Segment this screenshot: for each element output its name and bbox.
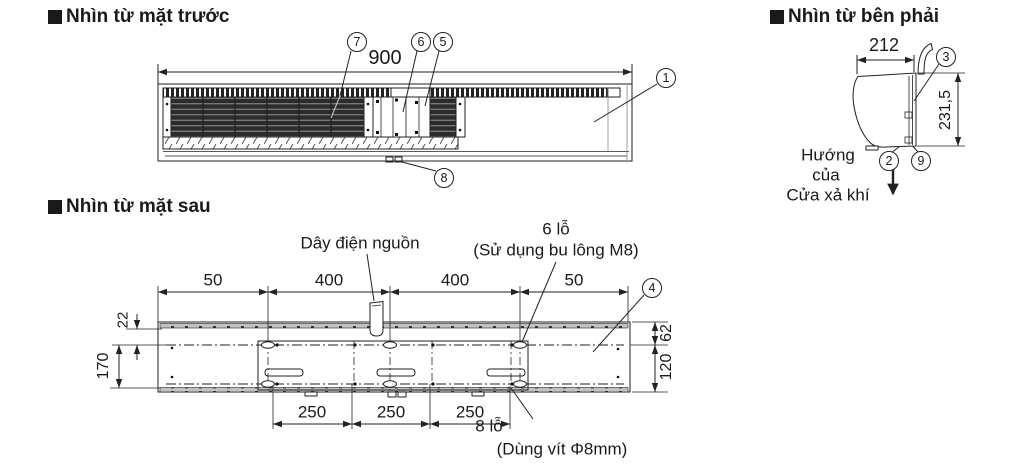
front-view-drawing [157,50,658,172]
front-view-title-text: Nhìn từ mặt trước [66,6,230,27]
intake-grille-strip-left [162,87,392,98]
callout-4: 4 [642,278,662,298]
rear-view-title: Nhìn từ mặt sau [48,196,211,218]
power-cord-rear [369,300,384,337]
mounting-slot [486,368,526,377]
right-side-view-drawing [852,42,965,196]
dim-62: 62 [658,324,675,342]
intake-grille-strip-right [429,87,609,98]
leader-callout-7 [339,50,352,97]
holes8-label-line2: (Dùng vít Φ8mm) [496,439,628,459]
section-bullet-icon [770,10,784,24]
dim-top-50-left: 50 [203,270,223,290]
outlet-louver-band [162,136,459,150]
dim-top-50-right: 50 [564,270,584,290]
section-bullet-icon [48,200,62,214]
dim-22: 22 [114,311,132,329]
bottom-clip-detail [385,156,394,163]
airflow-label-line1: Hướng [801,145,855,165]
dim-bottom-250-1: 250 [297,402,327,422]
motor-section [372,96,431,138]
airflow-label-line2: của [812,165,840,185]
power-cord-side [917,42,934,75]
power-cord-label: Dây điện nguồn [300,233,420,253]
leader-callout-6 [402,50,418,113]
callout-2: 2 [879,151,899,171]
dim-231-5: 231,5 [937,89,954,131]
callout-9: 9 [911,151,931,171]
leader-power-cord [366,253,375,302]
dim-bottom-250-2: 250 [376,402,406,422]
dim-bottom-250-3: 250 [455,402,485,422]
leader-callout-8 [401,161,437,172]
holes6-label-line1: 6 lỗ [542,219,570,239]
mounting-slot [264,368,304,377]
callout-8: 8 [434,168,454,188]
leader-holes-8 [510,387,534,420]
dim-900: 900 [368,47,402,69]
dim-212: 212 [868,35,900,55]
holes6-label-line2: (Sử dụng bu lông M8) [473,240,639,260]
screw-holes-8mm [275,343,514,386]
dim-120: 120 [658,353,675,381]
mounting-plate [257,340,529,391]
callout-6: 6 [411,32,431,52]
section-bullet-icon [48,10,62,24]
rear-body-outline [157,321,631,393]
leader-callout-3 [913,63,940,102]
rear-top-rail [159,323,629,329]
callout-3: 3 [936,47,956,67]
dim-170: 170 [95,352,112,380]
leader-holes-6 [521,261,557,343]
rear-view-title-text: Nhìn từ mặt sau [66,196,211,217]
holes8-label-line1: 8 lỗ [475,416,503,436]
airflow-label-line3: Cửa xả khí [786,185,870,205]
mounting-slot [376,368,416,377]
leader-callout-1 [593,83,658,123]
leader-callout-4 [592,294,645,353]
dim-top-400-left: 400 [314,270,344,290]
callout-7: 7 [347,32,367,52]
bolt-holes-m8 [261,341,527,388]
front-view-title: Nhìn từ mặt trước [48,6,229,28]
fan-grille-right [429,96,457,138]
right-view-title: Nhìn từ bên phải [770,6,939,28]
leader-callout-5 [424,50,440,107]
right-view-title-text: Nhìn từ bên phải [788,6,939,27]
callout-5: 5 [433,32,453,52]
side-body-outline [852,72,917,148]
callout-1: 1 [656,68,676,88]
rear-view-drawing [110,253,668,429]
dim-top-400-right: 400 [440,270,470,290]
